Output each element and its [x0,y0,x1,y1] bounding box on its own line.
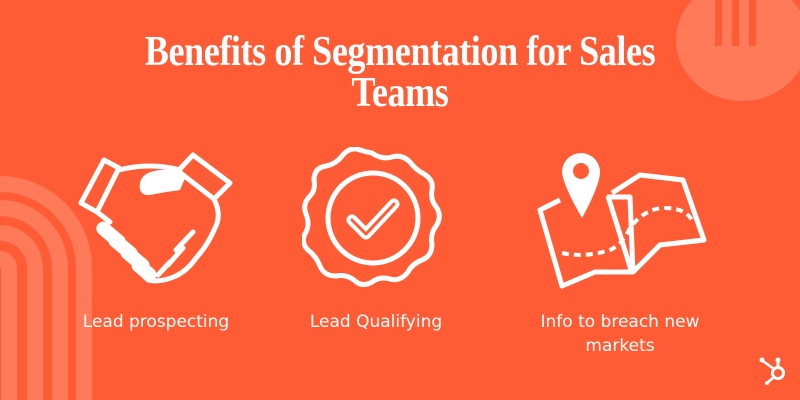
badge-check-icon [302,147,442,288]
benefit-label-new-markets: Info to breach new markets [510,310,730,358]
benefit-label-lead-qualifying: Lead Qualifying [309,312,443,332]
page-title: Benefits of Segmentation for Sales Teams [0,29,800,116]
benefit-label-lead-prospecting: Lead prospecting [82,312,230,332]
map-pin-icon [537,153,707,289]
handshake-icon [78,152,233,284]
title-line-2: Teams [351,70,449,116]
benefit-label-new-markets-line1: Info to breach new [540,312,700,332]
title-line-1: Benefits of Segmentation for Sales [144,29,656,75]
benefit-label-new-markets-line2: markets [585,336,655,356]
hubspot-sprocket-icon [759,357,785,385]
